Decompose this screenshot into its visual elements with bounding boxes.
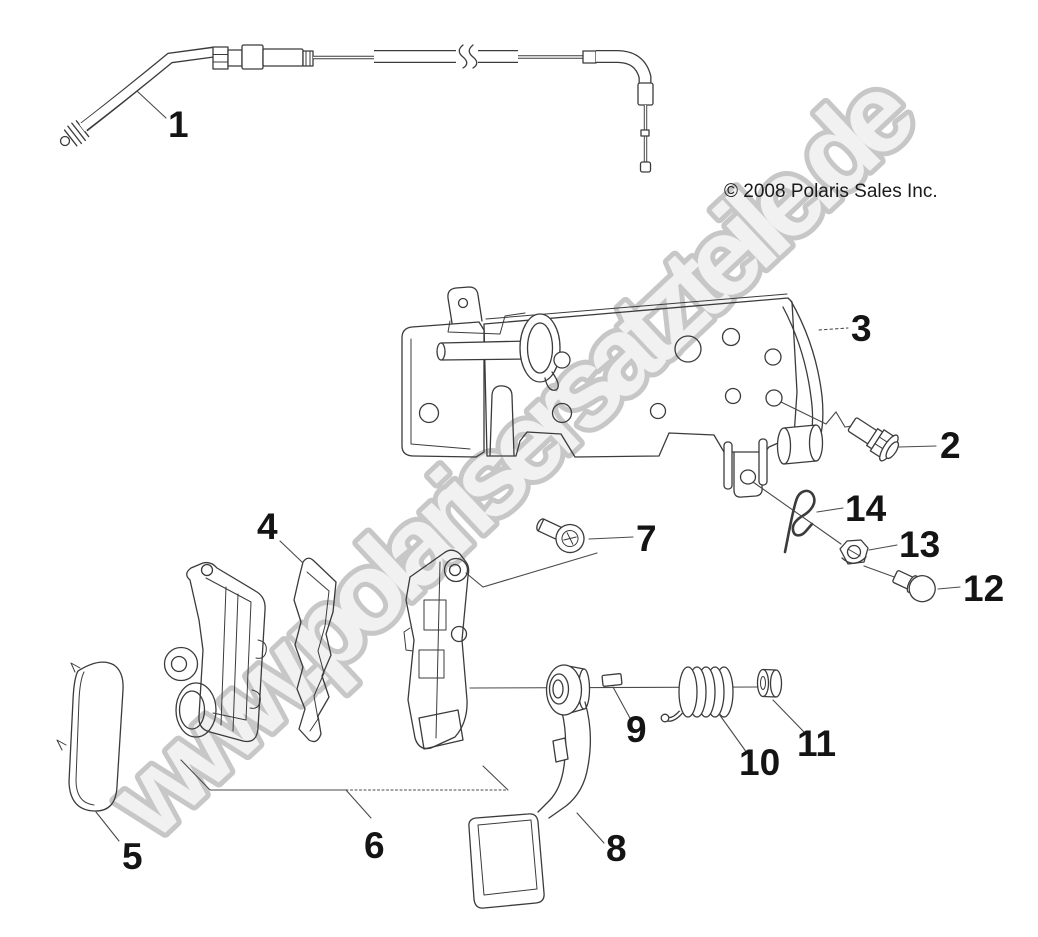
part-4-gasket xyxy=(279,540,337,743)
callout-14: 14 xyxy=(845,488,887,529)
part-7-socket-screw xyxy=(465,518,634,588)
part-11-bushing xyxy=(756,668,806,734)
part-1-throttle-cable xyxy=(59,44,654,173)
callout-1: 1 xyxy=(168,104,189,145)
part-5-pad-cover xyxy=(56,661,124,842)
callout-7: 7 xyxy=(636,518,657,559)
callout-12: 12 xyxy=(963,568,1004,609)
part-9-pin xyxy=(601,673,632,721)
callout-8: 8 xyxy=(606,828,627,869)
callout-6: 6 xyxy=(364,825,385,866)
callout-13: 13 xyxy=(899,524,940,565)
callout-10: 10 xyxy=(739,742,780,783)
part-10-torsion-spring xyxy=(660,666,748,754)
callout-4: 4 xyxy=(257,506,278,547)
part-6-pedal-mount-unit xyxy=(163,561,267,743)
callout-3: 3 xyxy=(851,308,872,349)
part-6-group-leader xyxy=(180,759,509,819)
part-6-lever-unit xyxy=(403,549,470,750)
part-3-bracket xyxy=(401,286,849,498)
part-13-flange-nut xyxy=(839,539,898,565)
part-2-flange-bolt xyxy=(780,401,937,462)
callout-labels: 1 2 3 4 5 6 7 8 9 10 11 12 13 14 xyxy=(122,104,1004,877)
part-8-pedal xyxy=(468,664,605,909)
part-12-bolt xyxy=(863,565,961,603)
callout-2: 2 xyxy=(940,425,961,466)
callout-11: 11 xyxy=(797,723,836,764)
part-14-hairpin-clip xyxy=(752,481,844,554)
callout-9: 9 xyxy=(626,709,647,750)
callout-5: 5 xyxy=(122,836,143,877)
copyright-text: © 2008 Polaris Sales Inc. xyxy=(724,181,938,202)
